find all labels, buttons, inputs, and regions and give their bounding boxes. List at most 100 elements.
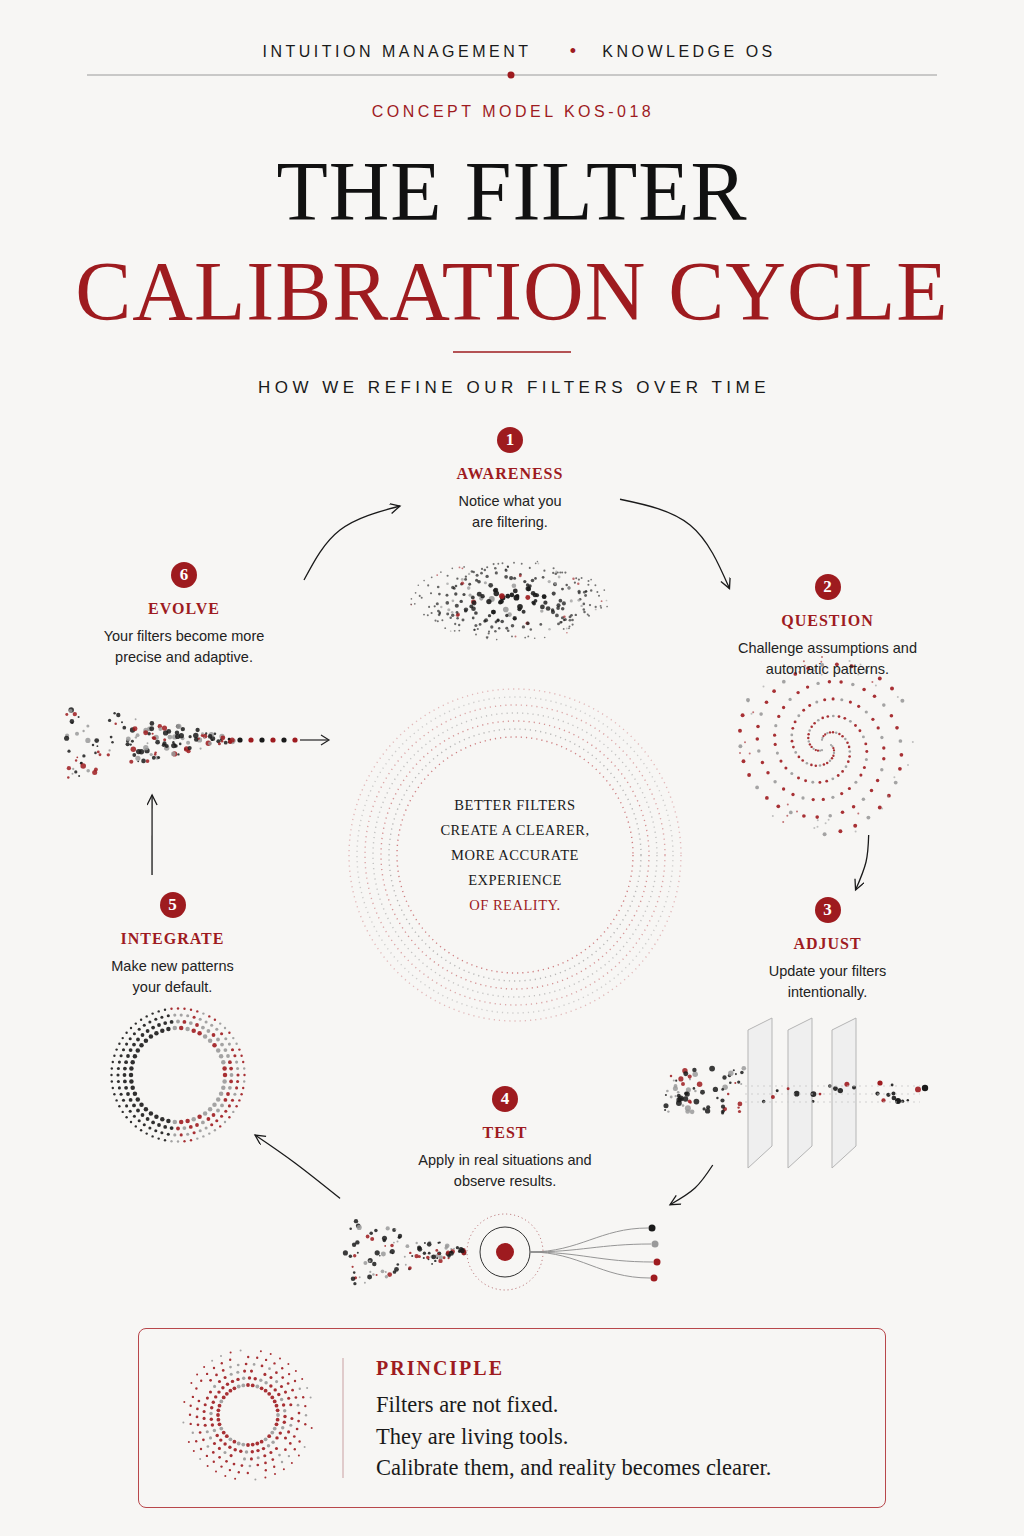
dot (275, 1422, 279, 1426)
dot (224, 741, 228, 745)
dot (310, 1397, 312, 1399)
dot (72, 768, 74, 770)
dot (808, 729, 811, 732)
dot (211, 1423, 214, 1426)
step-number: 5 (160, 892, 186, 918)
dot (293, 1435, 296, 1438)
dot (434, 605, 436, 607)
principle-line: They are living tools. (376, 1421, 568, 1453)
dot (600, 605, 602, 607)
dot (721, 1088, 724, 1091)
dot (222, 1396, 226, 1400)
dot (242, 1087, 244, 1089)
dot (791, 740, 794, 743)
dot (600, 607, 602, 609)
dot (144, 1107, 149, 1112)
dot (821, 739, 823, 741)
dot (118, 1043, 120, 1045)
dot (260, 1440, 264, 1444)
dot (220, 1104, 224, 1108)
dot (818, 781, 821, 784)
dot (284, 1391, 287, 1394)
dot (524, 637, 526, 639)
dot (123, 1067, 127, 1071)
dot (108, 749, 110, 751)
dot (878, 677, 882, 681)
dot (349, 1228, 352, 1231)
dot (75, 759, 77, 761)
dot (124, 1086, 128, 1090)
dot (513, 562, 515, 564)
dot (444, 627, 446, 629)
center-circle: BETTER FILTERS CREATE A CLEARER, MORE AC… (385, 725, 645, 985)
dot (806, 685, 809, 688)
dot (589, 604, 591, 606)
dot (94, 738, 99, 743)
step-node: 3ADJUSTUpdate your filters intentionally… (700, 890, 955, 1165)
dot (224, 1121, 226, 1123)
dot (829, 760, 831, 762)
dot (125, 1032, 127, 1034)
dot (747, 701, 749, 703)
dot (217, 1390, 220, 1393)
dot (574, 582, 576, 584)
dot (196, 1416, 199, 1419)
dot (135, 718, 137, 720)
dot (176, 1127, 180, 1131)
dot (849, 720, 852, 723)
dot (821, 656, 823, 658)
dot (129, 760, 133, 764)
dot (773, 780, 776, 783)
dot (352, 1266, 354, 1268)
step-description: Update your filters intentionally. (755, 961, 900, 1003)
dot (694, 1090, 697, 1093)
dot (113, 1093, 115, 1095)
dot (375, 1250, 380, 1255)
dot (476, 574, 479, 577)
dot (208, 742, 212, 746)
dot (157, 1023, 161, 1027)
dot (200, 1380, 202, 1382)
step-heading: TEST (483, 1123, 528, 1143)
dot (152, 733, 154, 735)
dot (222, 1369, 225, 1372)
dot (123, 1073, 127, 1077)
dot (173, 1133, 176, 1136)
dot (235, 1043, 237, 1045)
dot (190, 1139, 192, 1141)
dot (224, 1110, 227, 1113)
dot (817, 826, 819, 828)
dot (841, 811, 845, 815)
dot (782, 680, 786, 684)
dot (219, 1427, 223, 1431)
dot (247, 1472, 249, 1474)
dot (741, 713, 745, 717)
dot (247, 1356, 249, 1358)
dot (86, 769, 90, 773)
dot (210, 1123, 213, 1126)
dot (438, 1253, 440, 1255)
dot (212, 1102, 217, 1107)
model-code: CONCEPT MODEL KOS-018 (372, 103, 654, 121)
dot (571, 619, 574, 622)
dot (222, 1079, 227, 1084)
dot (606, 606, 608, 608)
dot (160, 1028, 165, 1033)
dot (237, 1364, 240, 1367)
dot (238, 1048, 240, 1050)
step-number: 2 (815, 574, 841, 600)
dot (418, 1255, 421, 1258)
dot (823, 698, 826, 701)
dot (202, 1135, 204, 1137)
dot (233, 1386, 237, 1390)
dot (92, 744, 94, 746)
dot (273, 1400, 277, 1404)
filter-panel (788, 1018, 812, 1168)
dot (808, 704, 811, 707)
dot (240, 1093, 242, 1095)
dot (737, 1080, 740, 1083)
dot (224, 1027, 226, 1029)
dot (122, 1099, 125, 1102)
dot (209, 1412, 212, 1415)
dot (289, 1442, 292, 1445)
